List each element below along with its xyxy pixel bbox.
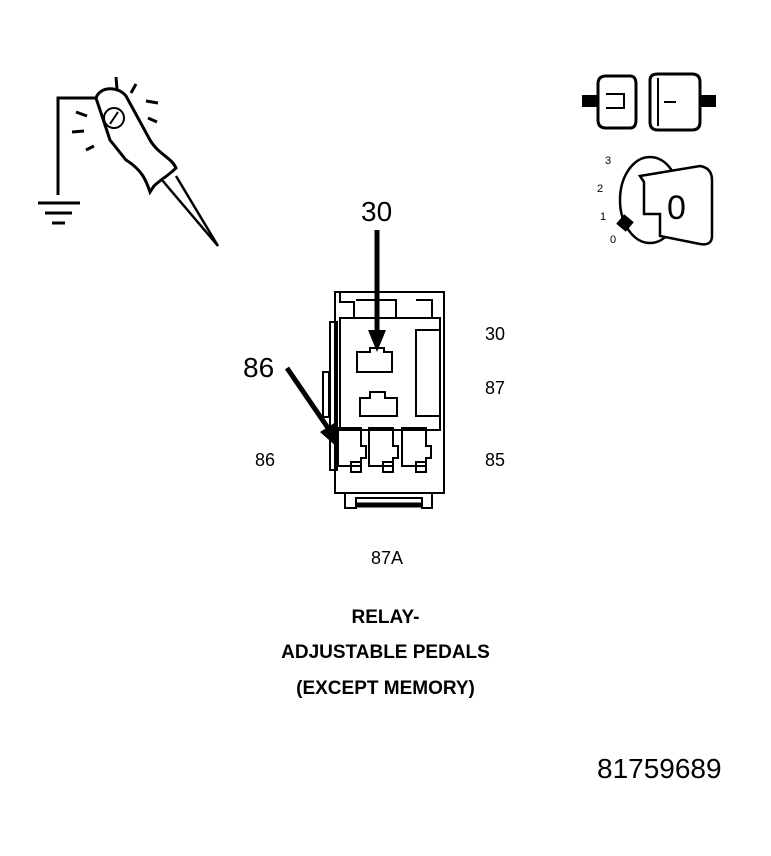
pin-label-87: 87 xyxy=(485,378,506,398)
pin-label-86: 86 xyxy=(255,450,276,470)
arrow-pin-30 xyxy=(368,230,386,352)
arrow-label-86: 86 xyxy=(243,352,275,383)
ignition-position-0: 0 xyxy=(610,234,617,246)
ignition-position-1: 1 xyxy=(600,211,607,223)
ground-symbol-icon xyxy=(38,201,80,225)
pin-label-85: 85 xyxy=(485,450,506,470)
title-line-3: (EXCEPT MEMORY) xyxy=(296,678,475,699)
ignition-position-2: 2 xyxy=(597,183,604,195)
arrow-pin-86 xyxy=(284,366,338,448)
connector-disconnected-icon xyxy=(582,72,716,132)
ignition-position-3: 3 xyxy=(605,155,612,167)
arrow-label-30: 30 xyxy=(361,196,393,227)
relay-body xyxy=(322,291,445,509)
test-light-probe-icon xyxy=(38,76,220,247)
ignition-key-position: 0 xyxy=(667,189,686,227)
figure-id: 81759689 xyxy=(597,753,722,784)
ignition-switch-icon xyxy=(616,155,714,246)
title-line-2: ADJUSTABLE PEDALS xyxy=(281,642,490,663)
pin-label-87a: 87A xyxy=(371,548,404,568)
pin-label-30: 30 xyxy=(485,324,506,344)
title-line-1: RELAY- xyxy=(351,607,420,628)
